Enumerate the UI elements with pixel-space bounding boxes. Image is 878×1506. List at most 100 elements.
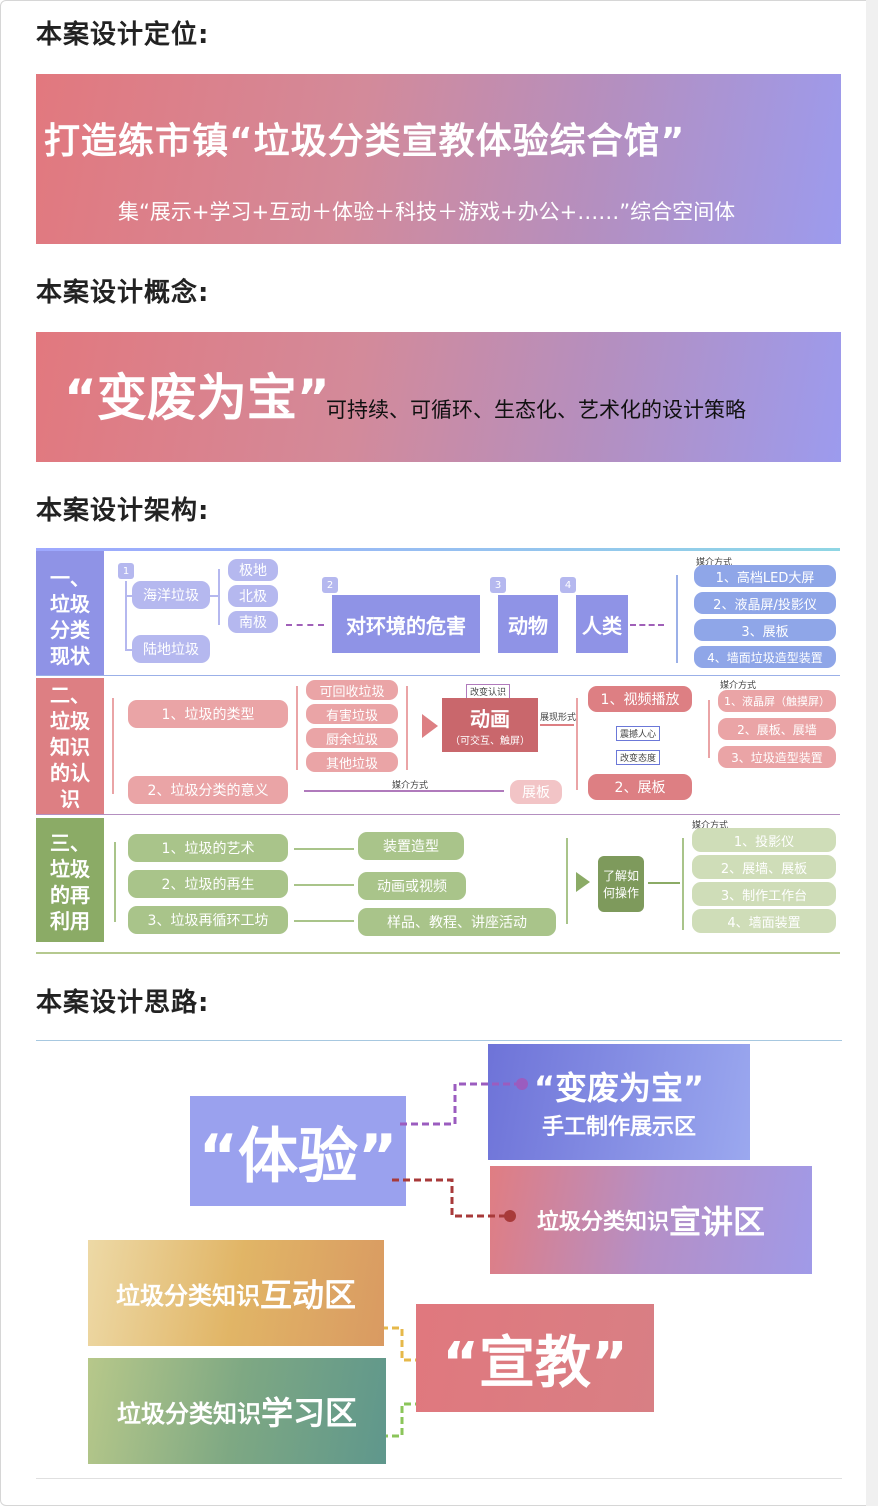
experience-block: “体验”: [190, 1096, 406, 1206]
step-2-badge: 2: [322, 577, 338, 593]
row1-media-3: 3、展板: [694, 619, 836, 641]
dot-lecture: [504, 1210, 516, 1222]
animation-video: 动画或视频: [358, 872, 466, 900]
connector-lecture: [392, 1178, 508, 1218]
installation-model: 装置造型: [358, 832, 464, 860]
step-4-badge: 4: [560, 577, 576, 593]
row1-media-2: 2、液晶屏/投影仪: [694, 592, 836, 614]
zone-lecture: 垃圾分类知识宣讲区: [490, 1166, 812, 1274]
art-arrow: [294, 848, 354, 850]
row3-media-4: 4、墙面装置: [692, 909, 836, 933]
zone-handmade-sub: 手工制作展示区: [541, 1115, 696, 1140]
workshop-arrow: [294, 920, 354, 922]
row1-panel: 一、垃圾分类现状 1 海洋垃圾 陆地垃圾 极地 北极 南极 2 对环境的危害 3…: [36, 551, 840, 676]
waste-art: 1、垃圾的艺术: [128, 834, 288, 862]
zone-handmade-title: “变废为宝”: [533, 1069, 705, 1107]
row3-media-3: 3、制作工作台: [692, 882, 836, 906]
dot-handmade: [516, 1078, 528, 1090]
row3-media-2: 2、展墙、展板: [692, 855, 836, 879]
animation-sub: （可交互、触屏）: [450, 736, 530, 747]
step-1-badge: 1: [118, 563, 134, 579]
kinds-bracket: [296, 686, 298, 770]
kind-hazardous: 有害垃圾: [306, 704, 398, 724]
animation-title: 动画: [470, 707, 510, 731]
show-form-label: 展现形式: [540, 713, 577, 723]
land-waste: 陆地垃圾: [132, 635, 210, 663]
education-block: “宣教”: [416, 1304, 654, 1412]
zone-learning-a: 垃圾分类知识: [116, 1399, 261, 1428]
positioning-headline: 打造练市镇“垃圾分类宣教体验综合馆”: [44, 121, 686, 162]
video-bracket: [576, 698, 578, 790]
row1-label: 一、垃圾分类现状: [36, 551, 104, 675]
zone-lecture-a: 垃圾分类知识: [536, 1210, 669, 1235]
show-form-arrow: [540, 724, 574, 726]
concept-subline: 可持续、可循环、生态化、艺术化的设计策略: [326, 398, 746, 422]
approach-top-line: [36, 1040, 842, 1041]
scrollbar[interactable]: [866, 0, 878, 1506]
understand-operate: 了解如何操作: [598, 856, 644, 912]
polar-bracket: [218, 569, 220, 625]
row1-branch-land: [125, 649, 137, 651]
samples-lectures: 样品、教程、讲座活动: [358, 908, 556, 936]
row3-panel: 三、垃圾的再利用 1、垃圾的艺术 2、垃圾的再生 3、垃圾再循环工坊 装置造型 …: [36, 818, 840, 954]
concept-banner: “变废为宝” 可持续、可循环、生态化、艺术化的设计策略: [36, 332, 841, 462]
to-media-arrow: [648, 882, 680, 884]
board: 展板: [510, 780, 562, 804]
environment-harm: 对环境的危害: [332, 595, 480, 653]
bottom-line: [36, 1478, 842, 1479]
concept-headline: “变废为宝”: [64, 369, 330, 427]
regen-arrow: [294, 884, 354, 886]
meaning-arrow: [304, 790, 504, 792]
zone-interactive: 垃圾分类知识互动区: [88, 1240, 384, 1346]
zone-lecture-b: 宣讲区: [669, 1203, 766, 1241]
shocking: 震撼人心: [616, 726, 661, 741]
row2-media-label2: 媒介方式: [392, 781, 429, 791]
row2-media-label: 媒介方式: [720, 681, 757, 691]
polar-link: [210, 595, 220, 597]
row3-bracket: [114, 842, 116, 922]
zone-learning: 垃圾分类知识学习区: [88, 1358, 386, 1464]
kinds-bracket-right: [406, 686, 408, 770]
positioning-banner: 打造练市镇“垃圾分类宣教体验综合馆” 集“展示+学习+互动＋体验＋科技＋游戏+办…: [36, 74, 841, 244]
section-title-architecture: 本案设计架构:: [36, 496, 210, 526]
recycling-workshop: 3、垃圾再循环工坊: [128, 906, 288, 934]
row1-top-line: [36, 548, 840, 551]
row3-media-bracket: [682, 838, 684, 930]
understand-bracket: [566, 838, 568, 924]
row1-media-4: 4、墙面垃圾造型装置: [694, 646, 836, 668]
zone-learning-b: 学习区: [260, 1394, 357, 1432]
dash-arrow-1: [286, 624, 324, 626]
row3-label: 三、垃圾的再利用: [36, 818, 104, 942]
animals: 动物: [498, 595, 558, 653]
kind-kitchen: 厨余垃圾: [306, 728, 398, 748]
animation-box: 动画 （可交互、触屏）: [442, 698, 538, 752]
row2-panel: 二、垃圾知识的认识 1、垃圾的类型 2、垃圾分类的意义 媒介方式 展板 可回收垃…: [36, 678, 840, 815]
waste-types: 1、垃圾的类型: [128, 700, 288, 728]
board-2: 2、展板: [588, 774, 692, 800]
kind-recyclable: 可回收垃圾: [306, 680, 398, 700]
connector-handmade: [400, 1082, 520, 1126]
section-title-positioning: 本案设计定位:: [36, 20, 210, 50]
row2-media-2: 2、展板、展墙: [718, 718, 836, 740]
row3-media-1: 1、投影仪: [692, 828, 836, 852]
understand-arrow: [576, 872, 590, 892]
section-title-concept: 本案设计概念:: [36, 278, 210, 308]
row2-media-1: 1、液晶屏（触摸屏）: [718, 690, 836, 712]
positioning-subline: 集“展示+学习+互动＋体验＋科技＋游戏+办公+……”综合空间体: [118, 200, 736, 224]
waste-regeneration: 2、垃圾的再生: [128, 870, 288, 898]
humans: 人类: [576, 595, 628, 653]
to-anim-arrow: [422, 714, 438, 738]
row1-media-label: 媒介方式: [696, 558, 733, 568]
dash-arrow-2: [630, 624, 664, 626]
video-play: 1、视频播放: [588, 686, 692, 712]
row1-media-bracket: [676, 575, 678, 663]
row1-bracket: [125, 581, 127, 651]
zone-interactive-a: 垃圾分类知识: [115, 1281, 260, 1310]
row3-media-label: 媒介方式: [692, 821, 729, 831]
step-3-badge: 3: [490, 577, 506, 593]
change-attitude: 改变态度: [616, 750, 661, 765]
arctic: 北极: [228, 585, 278, 607]
antarctic: 南极: [228, 611, 278, 633]
zone-interactive-b: 互动区: [259, 1276, 356, 1314]
row2-label: 二、垃圾知识的认识: [36, 678, 104, 814]
